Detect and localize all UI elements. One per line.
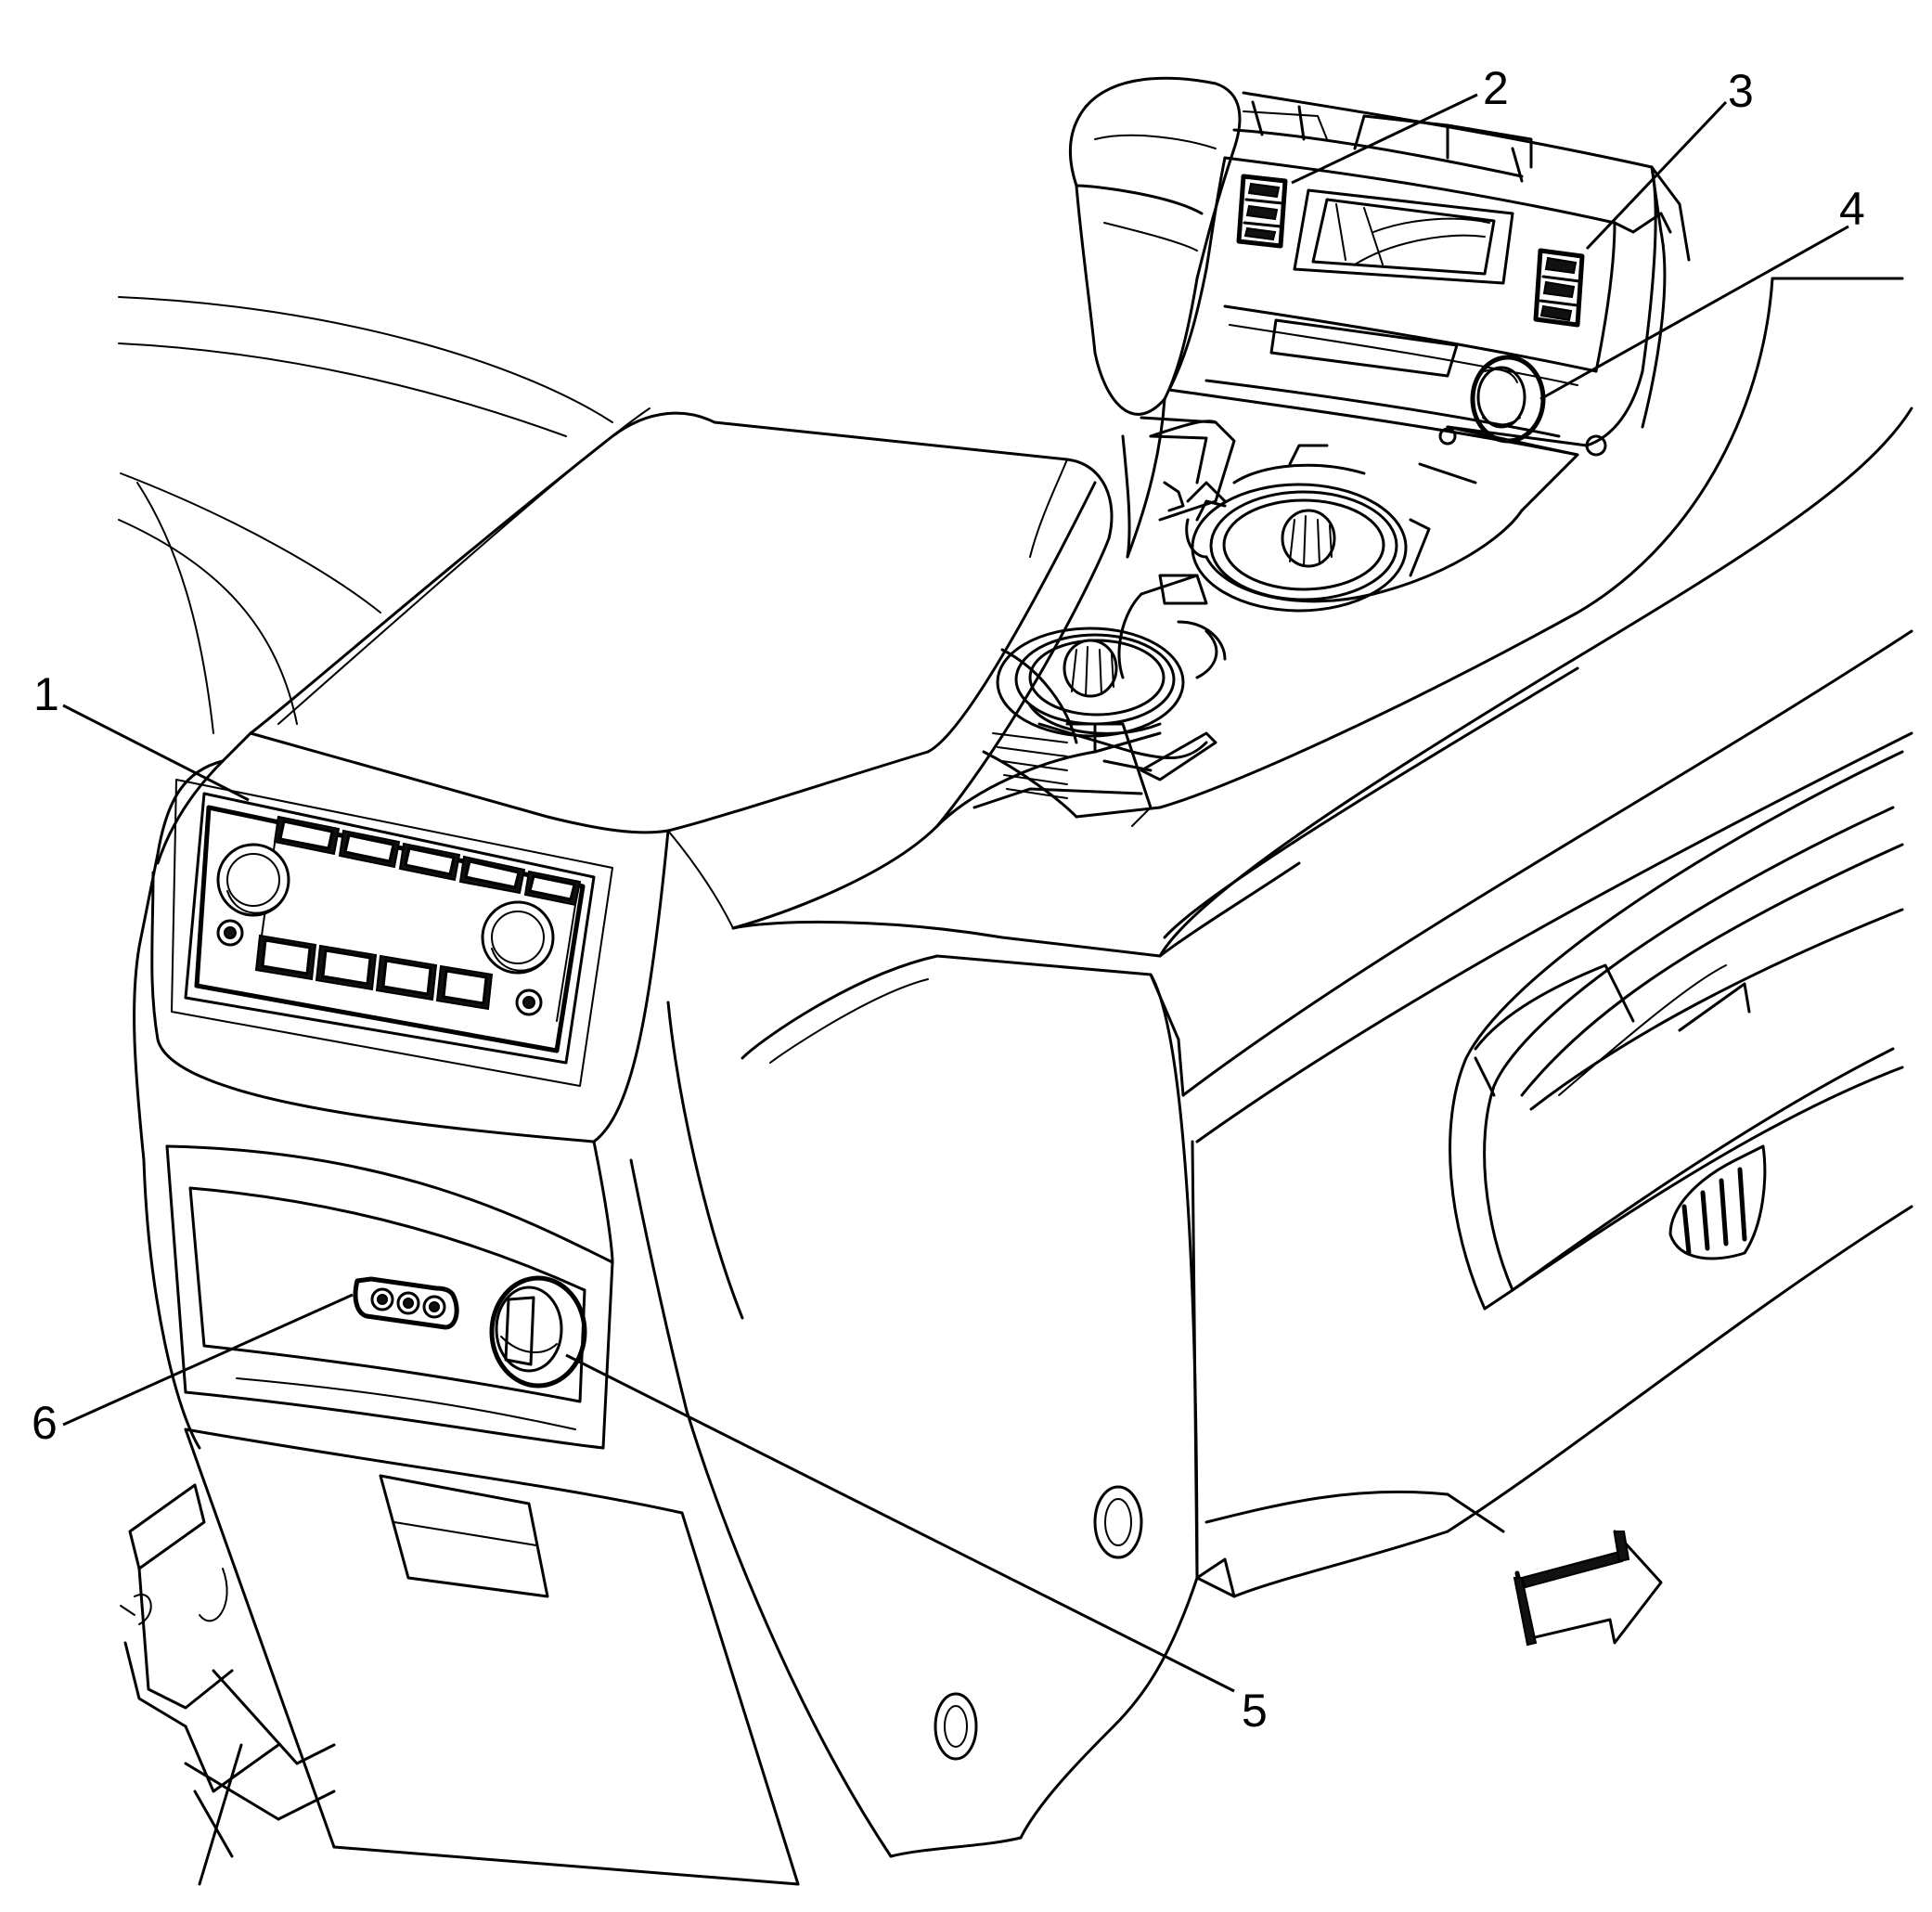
callout-6: 6 [32, 1397, 58, 1449]
climate-buttons-bottom [254, 934, 494, 1011]
callout-labels: 1 2 3 4 5 6 [32, 62, 1865, 1737]
auxiliary-jack-panel [353, 1276, 459, 1330]
dashboard-contours [118, 296, 613, 734]
rear-climate-panel-housing [150, 731, 670, 1264]
rear-climate-control [171, 779, 613, 1087]
front-power-outlet [1470, 355, 1546, 444]
callout-leaders [62, 93, 1849, 1693]
front-cup-holder [996, 620, 1227, 782]
console-upper-tray [935, 277, 1913, 958]
gear-shifter [1068, 76, 1242, 559]
callout-1: 1 [33, 668, 59, 720]
callout-5: 5 [1242, 1685, 1268, 1737]
console-rear-face [133, 759, 978, 1886]
callout-4: 4 [1839, 183, 1865, 235]
left-switch-stack [1236, 174, 1288, 249]
climate-left-knob [216, 843, 290, 917]
power-outlet [489, 1275, 587, 1389]
callout-3: 3 [1728, 65, 1754, 117]
front-bezel [1149, 91, 1691, 512]
console-side-body [629, 861, 1301, 1858]
side-storage-panel [1181, 629, 1913, 1598]
climate-right-knob [481, 900, 555, 975]
view-direction-arrow-icon [1513, 1530, 1663, 1647]
side-vent [1668, 1144, 1767, 1260]
lower-bracket [120, 1483, 336, 1886]
rear-cup-holder [1158, 463, 1431, 613]
callout-2: 2 [1483, 62, 1509, 114]
right-switch-stack [1533, 248, 1585, 328]
climate-buttons-top [273, 815, 582, 907]
